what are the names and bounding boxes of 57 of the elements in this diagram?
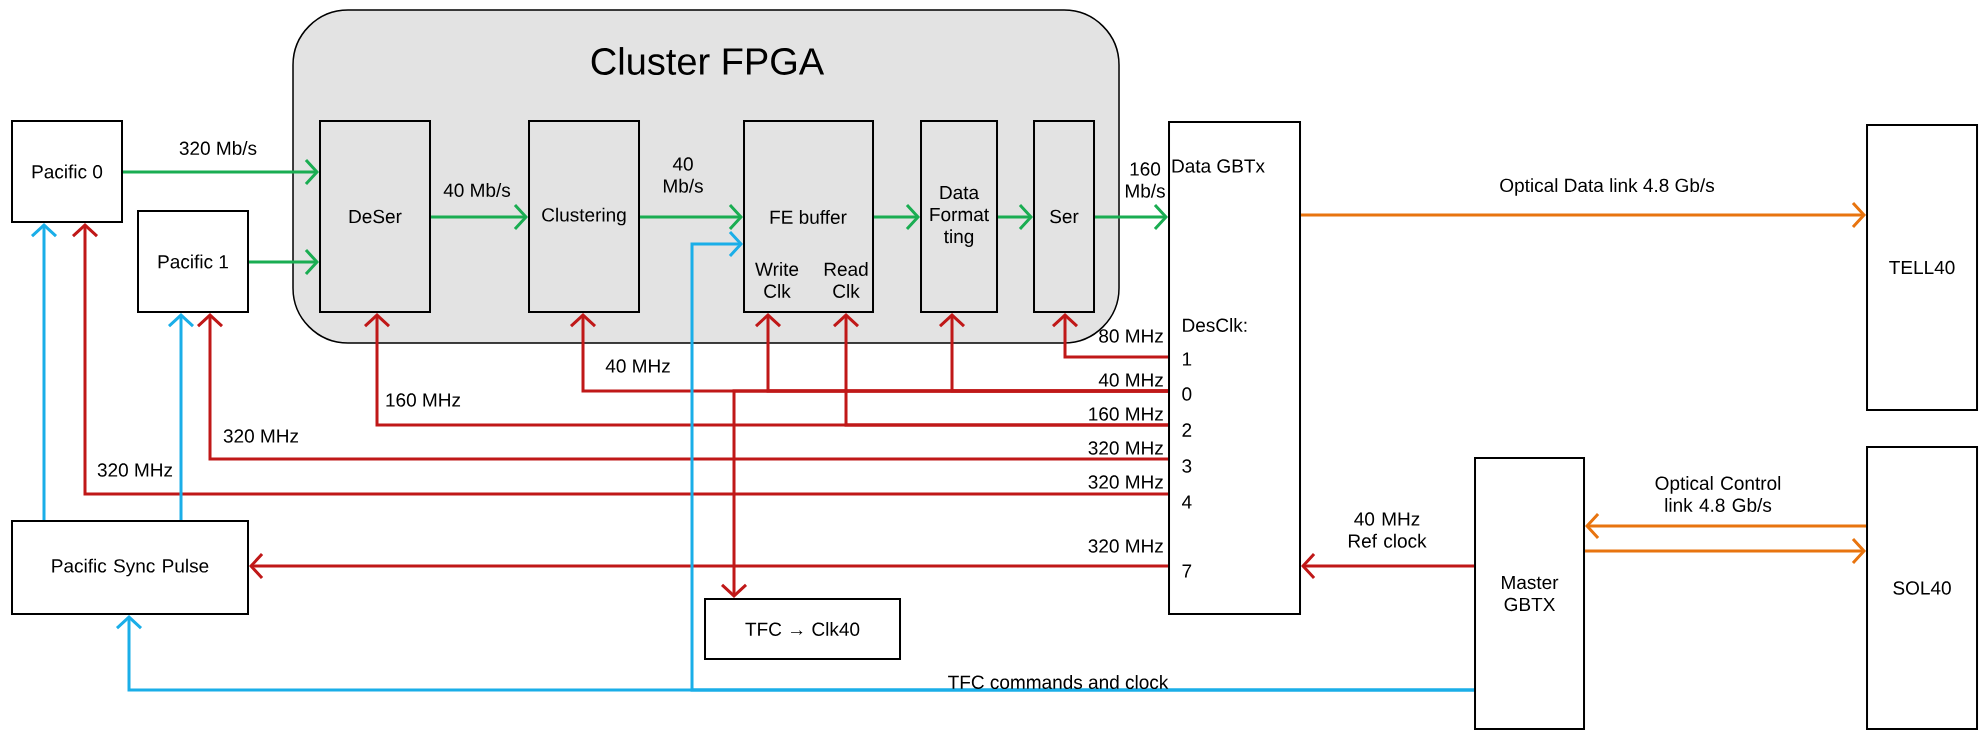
arrow	[1585, 513, 1866, 540]
edge-label: TFC commands and clock	[948, 675, 1169, 689]
pin-number: 1	[1183, 352, 1192, 366]
edge-label: 40 MHz	[1098, 373, 1163, 387]
pin-label: DesClk:	[1183, 318, 1247, 332]
arrow	[72, 223, 1168, 496]
edge-label: 40 Mb/s	[664, 157, 703, 193]
pin-number: 4	[1182, 495, 1192, 509]
block-box: Pacific 0	[11, 120, 123, 223]
block-box: Clustering	[528, 120, 640, 313]
arrow	[721, 389, 1168, 598]
pin-number: 7	[1182, 564, 1192, 578]
arrow	[640, 204, 743, 230]
block-box: Data Format ting	[920, 120, 998, 313]
arrow	[874, 204, 920, 230]
block-box: DeSer	[319, 120, 431, 313]
edge-label: 160 Mb/s	[1126, 162, 1165, 198]
edge-label: Optical Data link 4.8 Gb/s	[1500, 178, 1714, 196]
pin-number: 2	[1182, 423, 1192, 437]
frequency-label: 320 MHz	[97, 463, 173, 477]
port-label: Write Clk	[755, 262, 799, 298]
edge-label: 320 MHz	[1088, 441, 1163, 455]
frequency-label: 40 MHz	[605, 359, 670, 373]
arrow	[1052, 313, 1168, 359]
frequency-label: 320 MHz	[223, 429, 299, 443]
arrow	[1301, 202, 1867, 228]
block-box: SOL40	[1866, 446, 1979, 730]
edge-label: 40 Mb/s	[443, 183, 511, 197]
arrow	[1585, 538, 1867, 565]
edge-label: 320 Mb/s	[179, 141, 257, 155]
edge-label: 160 MHz	[1089, 407, 1163, 421]
block-box: TELL40	[1866, 124, 1979, 411]
arrow	[249, 553, 1168, 580]
arrow	[833, 313, 1168, 427]
pin-number: 3	[1182, 459, 1192, 473]
edge-label: 320 MHz	[1088, 539, 1163, 553]
block-box: Master GBTX	[1474, 457, 1585, 730]
arrow	[1095, 204, 1168, 230]
edge-label: 40 MHz Ref clock	[1349, 512, 1427, 548]
edge-label: 320 MHz	[1088, 475, 1163, 489]
edge-label: Optical Control link 4.8 Gb/s	[1655, 476, 1781, 512]
arrow	[197, 313, 1168, 461]
arrow	[168, 313, 194, 520]
block-box: Pacific 1	[137, 210, 249, 313]
arrow	[1301, 553, 1474, 580]
arrow	[249, 249, 319, 275]
arrow	[123, 159, 319, 185]
block-box: Ser	[1033, 120, 1095, 313]
block-box: TFC → Clk40	[704, 598, 901, 660]
arrow	[431, 204, 528, 230]
block-box: Pacific Sync Pulse	[11, 520, 249, 615]
arrow	[998, 204, 1033, 230]
arrow	[31, 223, 57, 520]
pin-number: 0	[1182, 387, 1192, 401]
port-label: Read Clk	[824, 262, 868, 298]
arrow	[690, 231, 1474, 692]
frequency-label: 160 MHz	[386, 393, 461, 407]
